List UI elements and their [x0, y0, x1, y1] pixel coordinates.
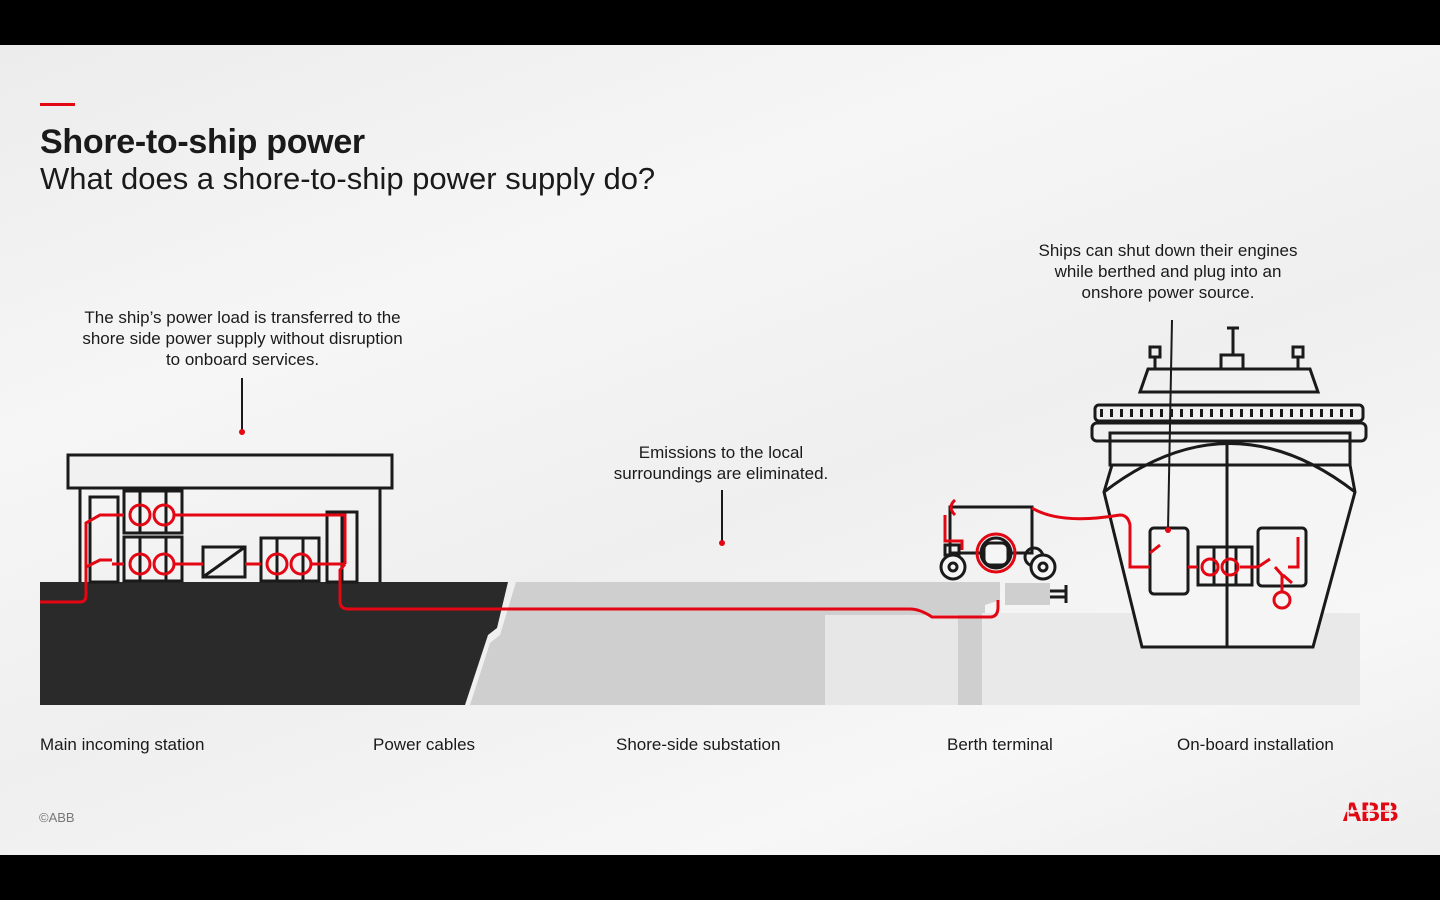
label-power-cables: Power cables [373, 735, 476, 754]
callout-emissions: Emissions to the local surroundings are … [613, 443, 829, 483]
label-main-incoming-station: Main incoming station [40, 735, 205, 754]
ship [1090, 326, 1368, 649]
shore-to-ship-diagram [40, 319, 1368, 705]
page-subtitle: What does a shore-to-ship power supply d… [40, 161, 656, 196]
accent-bar [40, 103, 75, 106]
copyright-text: ©ABB [39, 810, 75, 825]
page-title: Shore-to-ship power [40, 123, 365, 161]
callout-shutdown: Ships can shut down their engines while … [1038, 241, 1298, 302]
infographic-slide: Shore-to-ship power What does a shore-to… [0, 45, 1440, 855]
berth-terminal-reel [939, 505, 1057, 581]
callout-pointers [239, 319, 1173, 546]
abb-logo: ABB [1338, 797, 1402, 825]
power-cable-line [40, 498, 1300, 619]
main-incoming-station-building [66, 453, 394, 584]
quay-ground [40, 582, 1360, 705]
callout-power-load: The ship’s power load is transferred to … [82, 308, 403, 369]
label-shore-side-substation: Shore-side substation [616, 735, 781, 754]
label-berth-terminal: Berth terminal [947, 735, 1053, 754]
label-on-board-installation: On-board installation [1177, 735, 1334, 754]
